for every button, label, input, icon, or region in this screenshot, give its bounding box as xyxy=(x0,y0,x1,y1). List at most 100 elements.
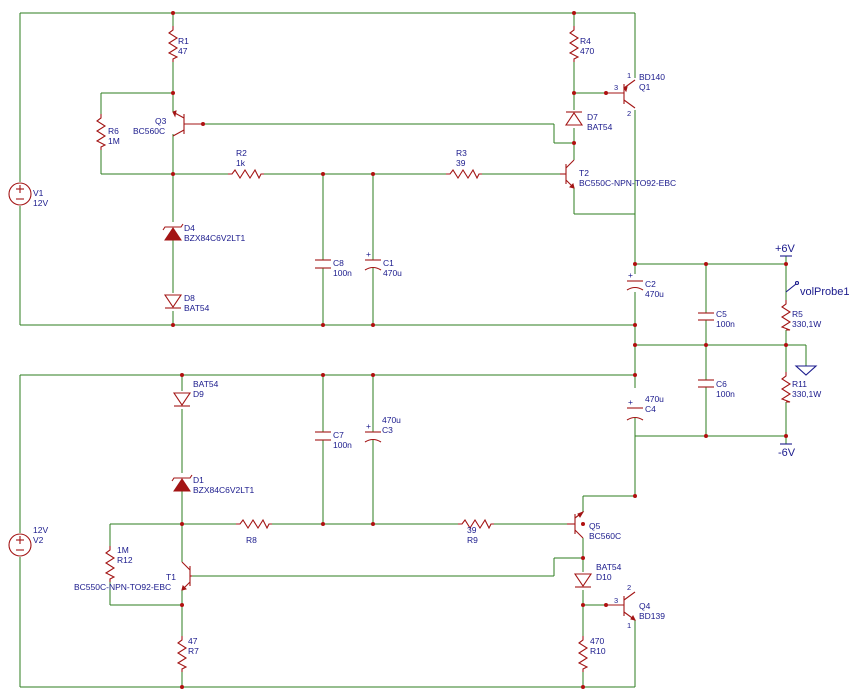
resistor-r7[interactable]: 47 R7 xyxy=(176,636,199,672)
q1-pin-2: 2 xyxy=(627,109,631,118)
voltage-probe[interactable]: volProbe1 xyxy=(785,280,850,299)
q4-ref: Q4 xyxy=(639,601,651,611)
q3-value: BC560C xyxy=(133,126,165,136)
resistor-r3[interactable]: R3 39 xyxy=(446,148,482,180)
r2-value: 1k xyxy=(236,158,246,168)
resistor-r12[interactable]: 1M R12 xyxy=(104,545,133,582)
r3-value: 39 xyxy=(456,158,466,168)
c3-ref: C3 xyxy=(382,425,393,435)
transistor-q1[interactable]: 3 1 2 BD140 Q1 xyxy=(606,71,665,118)
wires xyxy=(19,12,807,688)
r7-value: 47 xyxy=(188,636,198,646)
net-label-pos[interactable]: +6V xyxy=(775,243,796,257)
q4-pin-3: 3 xyxy=(614,596,618,605)
zener-d4[interactable]: D4 BZX84C6V2LT1 xyxy=(162,223,246,243)
neg-net-text: -6V xyxy=(778,447,796,459)
r1-ref: R1 xyxy=(178,36,189,46)
d1-value: BZX84C6V2LT1 xyxy=(193,485,255,495)
capacitor-c2[interactable]: + C2 470u xyxy=(626,270,664,299)
c1-plus: + xyxy=(366,249,371,259)
c3-value: 470u xyxy=(382,415,401,425)
capacitor-c7[interactable]: C7 100n xyxy=(315,430,352,450)
d4-ref: D4 xyxy=(184,223,195,233)
capacitor-c5[interactable]: C5 100n xyxy=(698,309,735,329)
v2-ref: V2 xyxy=(33,535,44,545)
q1-value: BD140 xyxy=(639,72,665,82)
r3-ref: R3 xyxy=(456,148,467,158)
probe-text: volProbe1 xyxy=(800,286,850,298)
c1-value: 470u xyxy=(383,268,402,278)
resistor-r10[interactable]: 470 R10 xyxy=(577,636,606,672)
r5-ref: R5 xyxy=(792,309,803,319)
transistor-q3[interactable]: Q3 BC560C xyxy=(133,110,203,137)
diode-d10[interactable]: BAT54 D10 xyxy=(573,562,622,588)
resistor-r8[interactable]: R8 xyxy=(236,518,272,545)
d1-ref: D1 xyxy=(193,475,204,485)
junctions xyxy=(171,11,788,689)
transistor-q4[interactable]: 3 2 1 Q4 BD139 xyxy=(606,583,665,630)
r4-value: 470 xyxy=(580,46,594,56)
resistor-r6[interactable]: R6 1M xyxy=(95,114,120,150)
resistor-r1[interactable]: R1 47 xyxy=(167,26,189,62)
t2-value: BC550C-NPN-TO92-EBC xyxy=(579,178,676,188)
r5-value: 330,1W xyxy=(792,319,821,329)
r11-ref: R11 xyxy=(792,379,807,389)
diode-d8[interactable]: D8 BAT54 xyxy=(163,293,210,313)
ground-symbol[interactable] xyxy=(794,365,818,376)
r12-ref: R12 xyxy=(117,555,133,565)
d8-value: BAT54 xyxy=(184,303,210,313)
r8-ref: R8 xyxy=(246,535,257,545)
r10-ref: R10 xyxy=(590,646,606,656)
r11-value: 330,1W xyxy=(792,389,821,399)
diode-d9[interactable]: BAT54 D9 xyxy=(172,379,219,407)
r4-ref: R4 xyxy=(580,36,591,46)
t1-ref: T1 xyxy=(166,572,176,582)
d4-value: BZX84C6V2LT1 xyxy=(184,233,246,243)
q1-pin-3: 3 xyxy=(614,83,618,92)
resistor-r9[interactable]: 39 R9 xyxy=(458,518,494,545)
t2-ref: T2 xyxy=(579,168,589,178)
r2-ref: R2 xyxy=(236,148,247,158)
capacitor-c8[interactable]: C8 100n xyxy=(315,258,352,278)
d7-ref: D7 xyxy=(587,112,598,122)
resistor-r2[interactable]: R2 1k xyxy=(228,148,264,180)
capacitor-c4[interactable]: + 470u C4 xyxy=(626,394,664,421)
voltage-source-v2[interactable]: 12V V2 xyxy=(8,525,48,557)
capacitor-c1[interactable]: + C1 470u xyxy=(364,249,402,278)
capacitor-c6[interactable]: C6 100n xyxy=(698,379,735,399)
v1-value: 12V xyxy=(33,198,48,208)
transistor-t1[interactable]: T1 BC550C-NPN-TO92-EBC xyxy=(74,561,192,592)
r7-ref: R7 xyxy=(188,646,199,656)
c6-ref: C6 xyxy=(716,379,727,389)
c5-value: 100n xyxy=(716,319,735,329)
q4-value: BD139 xyxy=(639,611,665,621)
transistor-t2[interactable]: T2 BC550C-NPN-TO92-EBC xyxy=(560,159,676,189)
pos-net-text: +6V xyxy=(775,243,796,255)
r1-value: 47 xyxy=(178,46,188,56)
v2-value: 12V xyxy=(33,525,48,535)
c1-ref: C1 xyxy=(383,258,394,268)
c4-value: 470u xyxy=(645,394,664,404)
d10-value: BAT54 xyxy=(596,562,622,572)
r6-value: 1M xyxy=(108,136,120,146)
q4-pin-1: 1 xyxy=(627,621,631,630)
c4-ref: C4 xyxy=(645,404,656,414)
voltage-source-v1[interactable]: V1 12V xyxy=(8,182,48,208)
r9-value: 39 xyxy=(467,525,477,535)
resistor-r4[interactable]: R4 470 xyxy=(568,26,594,62)
v1-ref: V1 xyxy=(33,188,44,198)
resistor-r11[interactable]: R11 330,1W xyxy=(780,372,821,403)
capacitor-c3[interactable]: + 470u C3 xyxy=(364,415,401,443)
d7-value: BAT54 xyxy=(587,122,613,132)
diode-d7[interactable]: D7 BAT54 xyxy=(564,111,613,132)
q5-ref: Q5 xyxy=(589,521,601,531)
resistor-r5[interactable]: R5 330,1W xyxy=(780,300,821,331)
zener-d1[interactable]: D1 BZX84C6V2LT1 xyxy=(171,474,255,495)
q4-pin-2: 2 xyxy=(627,583,631,592)
c2-plus: + xyxy=(628,270,633,280)
transistor-q5[interactable]: Q5 BC560C xyxy=(567,510,621,541)
q3-ref: Q3 xyxy=(155,116,167,126)
t1-value: BC550C-NPN-TO92-EBC xyxy=(74,582,171,592)
net-label-neg[interactable]: -6V xyxy=(778,443,796,459)
